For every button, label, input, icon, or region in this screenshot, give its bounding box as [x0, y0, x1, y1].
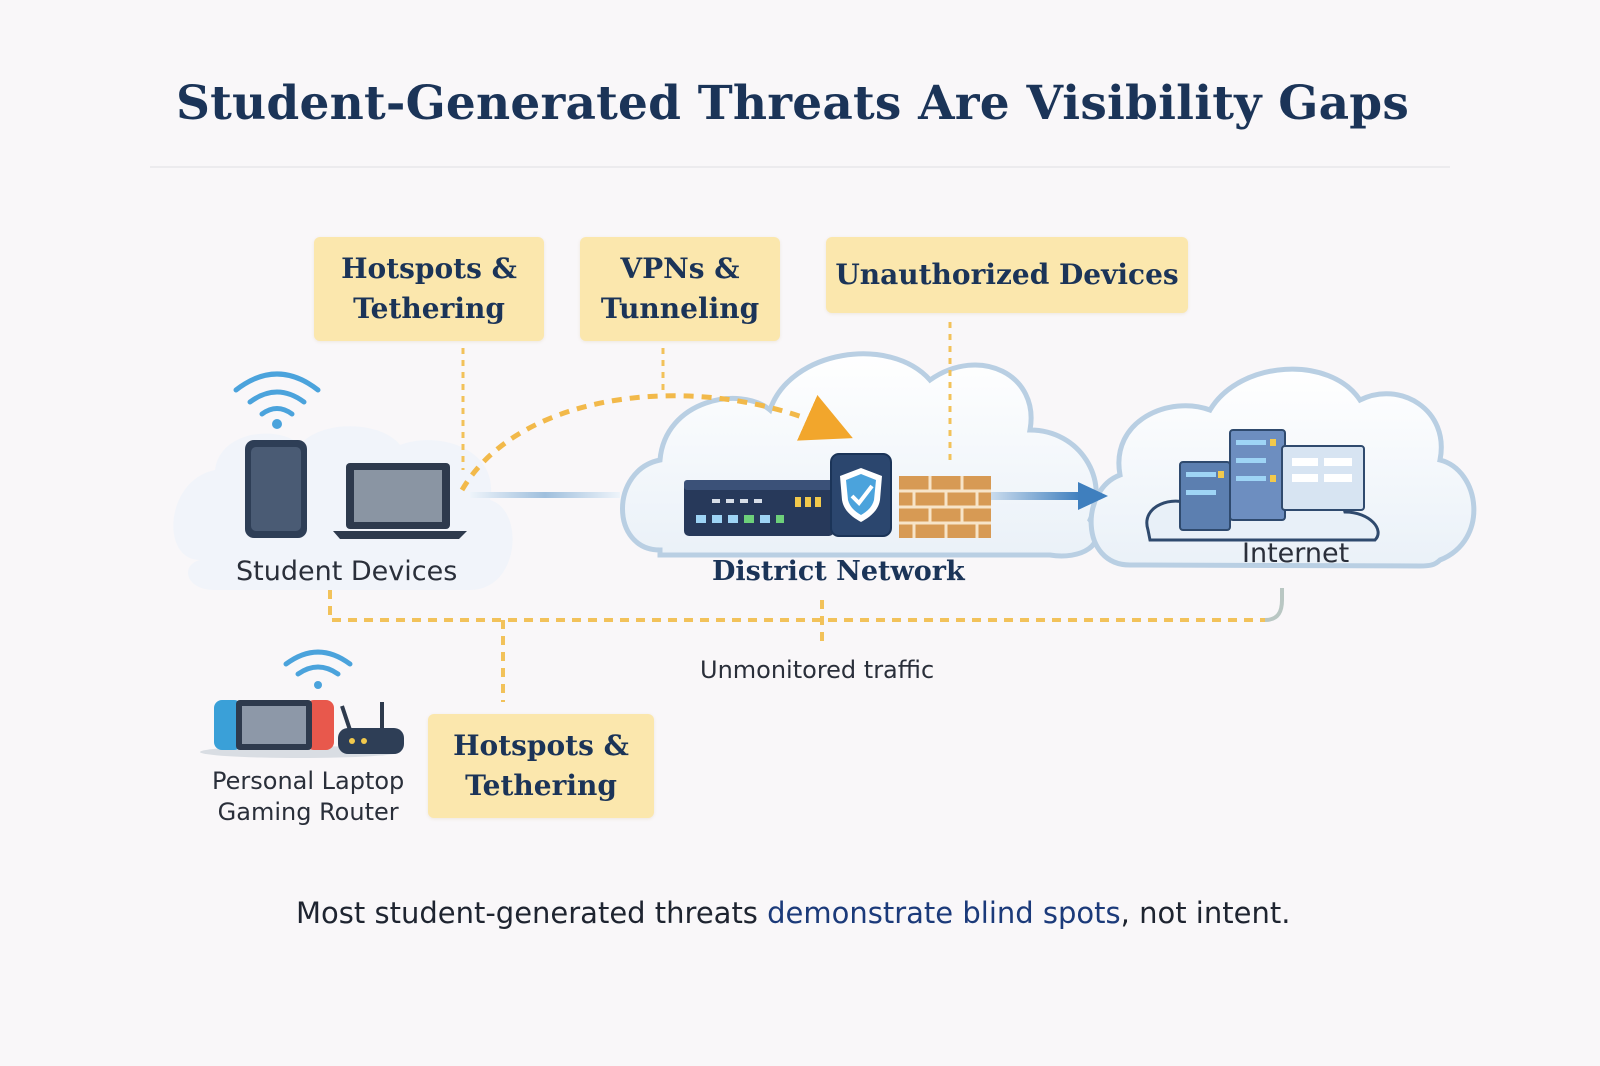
smartphone-icon: [245, 440, 307, 538]
label-connectors: [461, 322, 952, 470]
unmonitored-traffic-label: Unmonitored traffic: [700, 656, 935, 684]
laptop-icon: [333, 463, 467, 539]
district-network-label: District Network: [712, 556, 965, 587]
network-switch-icon: [684, 480, 834, 536]
caption: Most student-generated threats demonstra…: [296, 896, 1291, 930]
unmonitored-traffic-path: [328, 588, 1284, 702]
wifi-icon: [233, 371, 321, 429]
internet-label: Internet: [1242, 538, 1350, 569]
label-vpns-tunneling: VPNs &Tunneling: [580, 237, 780, 341]
router-icon: [338, 702, 404, 754]
title-divider: [150, 166, 1450, 168]
student-devices-label: Student Devices: [236, 556, 458, 587]
vpn-bypass-arrow: [459, 393, 853, 492]
label-unauthorized-devices: Unauthorized Devices: [826, 237, 1188, 313]
firewall-shield-icon: [830, 453, 892, 537]
student-to-district-link: [470, 492, 620, 498]
server-rack-icon: [1145, 429, 1380, 542]
page-title: Student-Generated Threats Are Visibility…: [176, 76, 1409, 131]
district-to-internet-arrow: [980, 482, 1108, 510]
personal-devices-label: Personal Laptop Gaming Router: [212, 767, 405, 826]
wifi-icon: [283, 649, 353, 689]
brick-wall-icon: [899, 476, 991, 538]
label-hotspots-tethering-top: Hotspots &Tethering: [314, 237, 544, 341]
label-hotspots-tethering-bottom: Hotspots &Tethering: [428, 714, 654, 818]
